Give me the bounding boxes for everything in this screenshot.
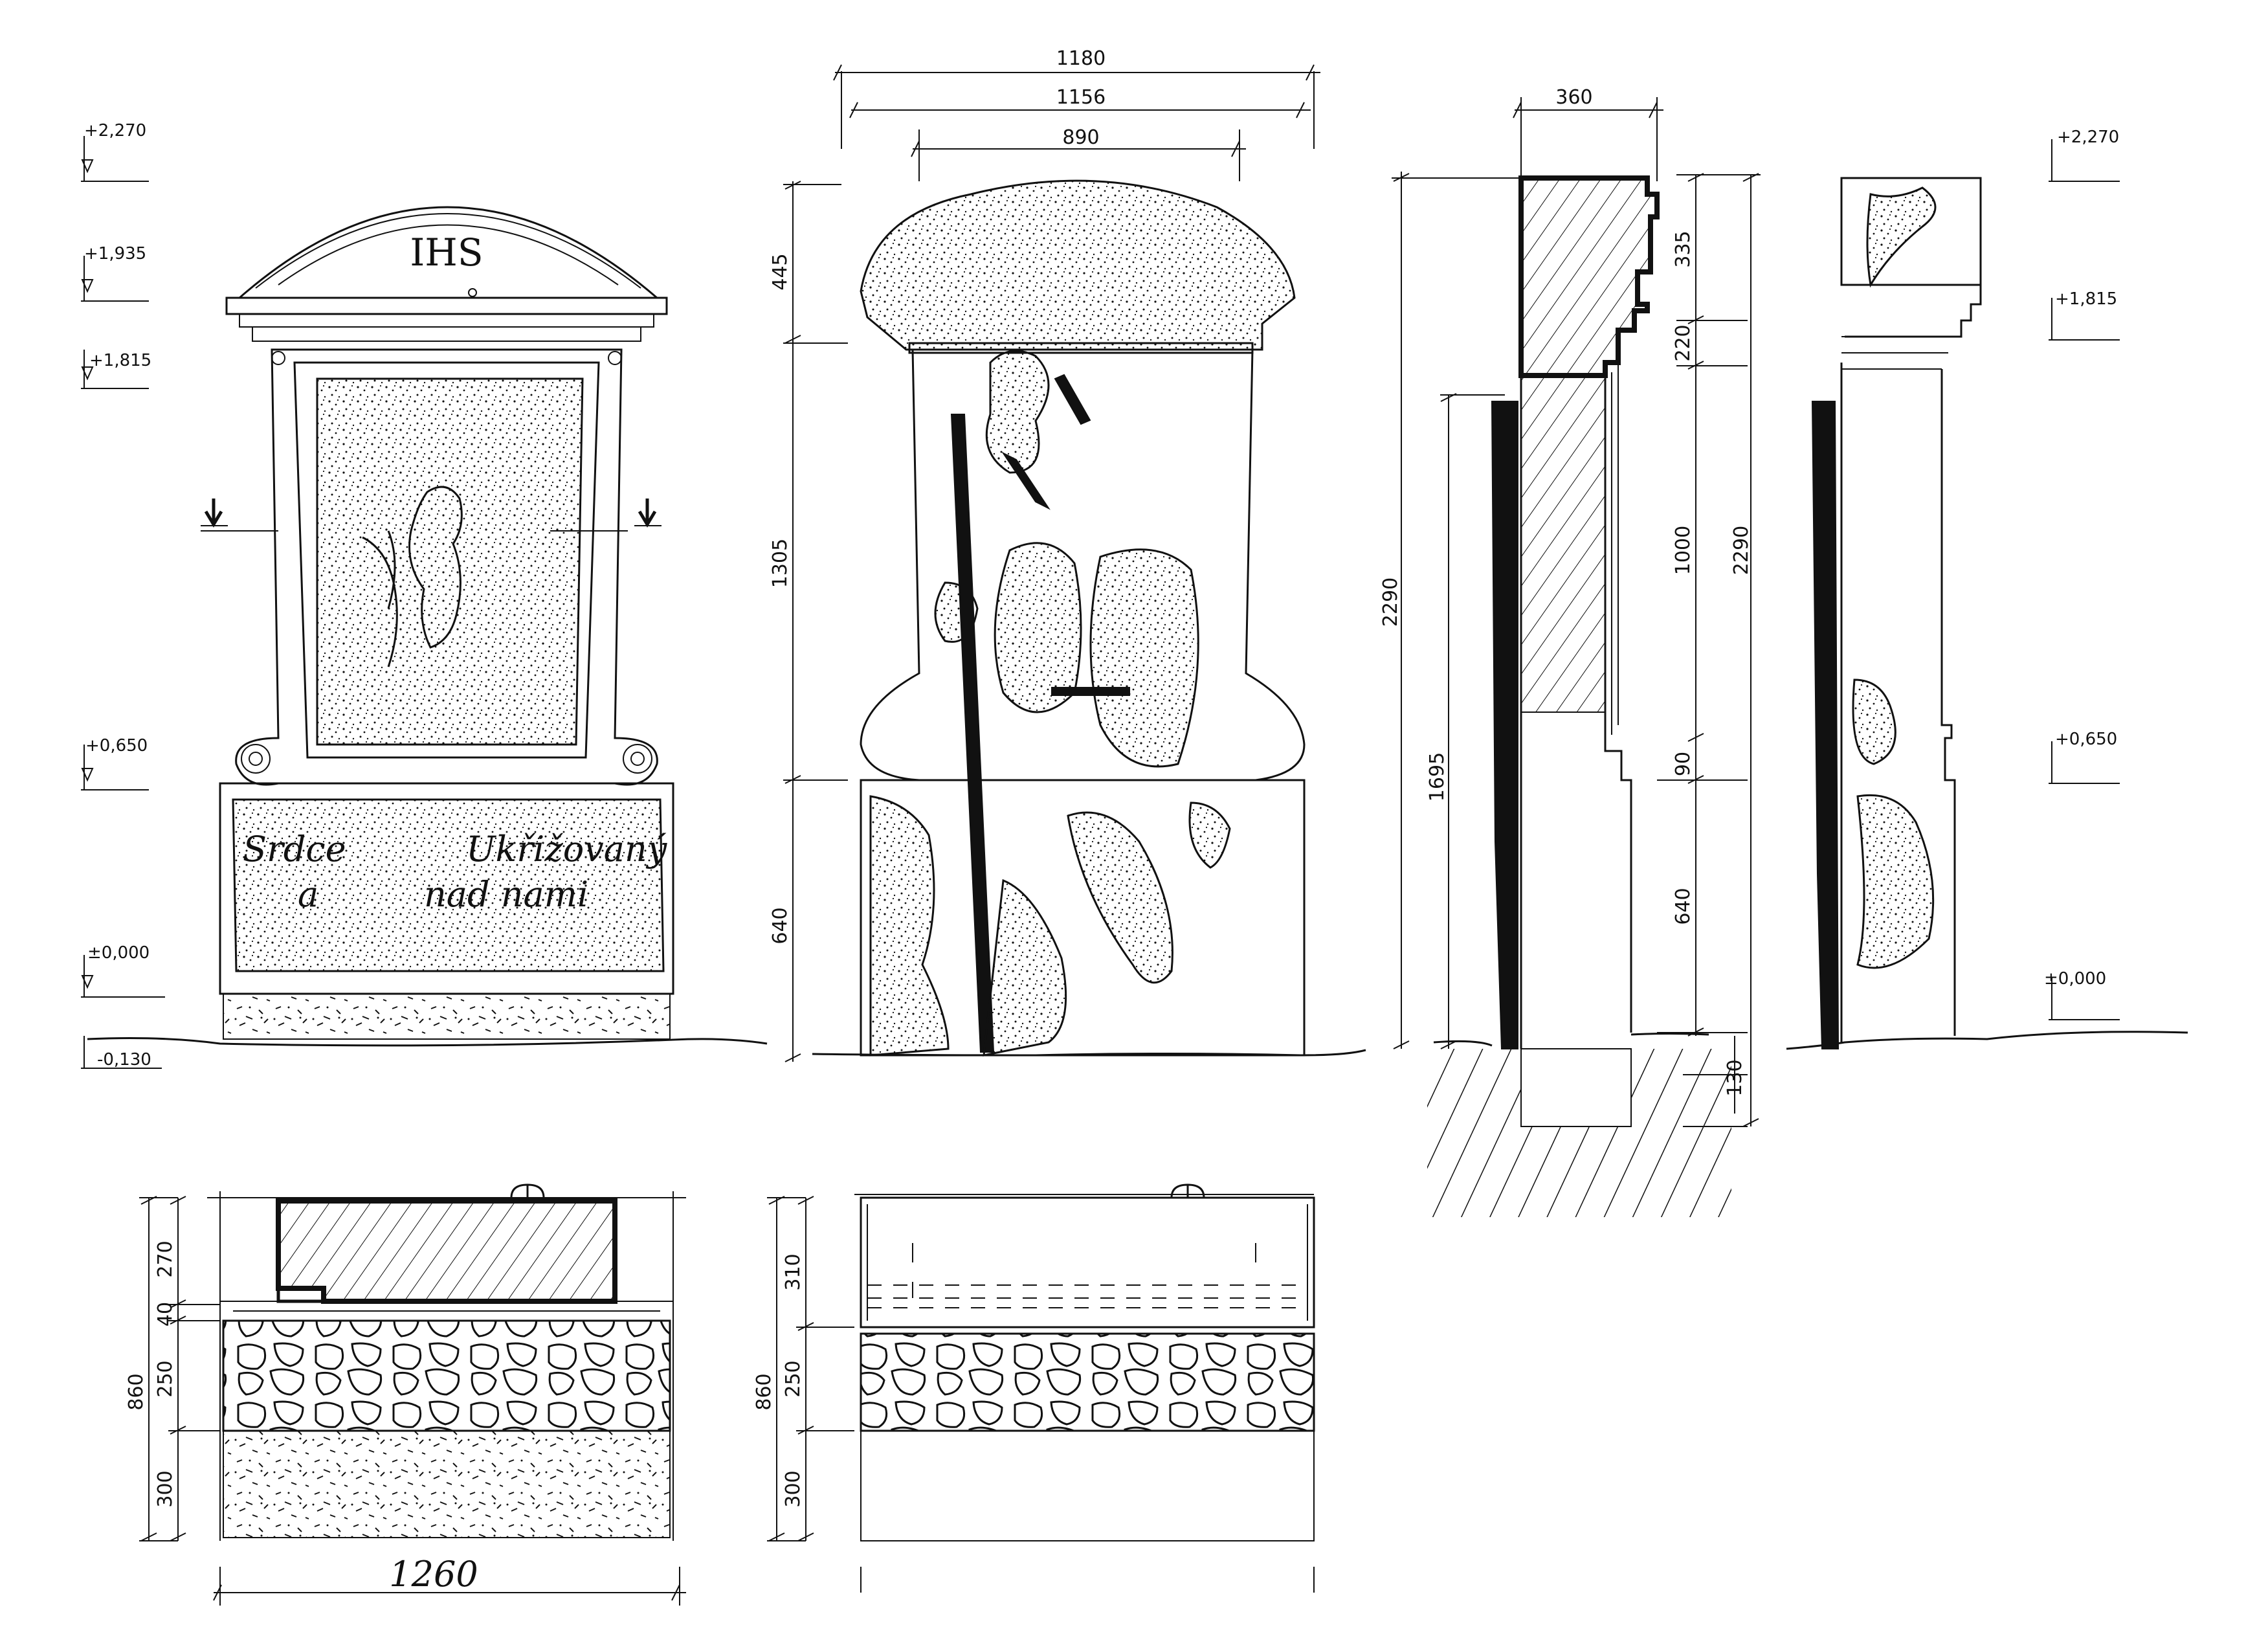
dim-640-section: 640	[1672, 888, 1695, 924]
dim-860-back: 860	[753, 1373, 775, 1410]
stone-footing	[223, 993, 671, 1040]
relief-weathered	[316, 377, 584, 746]
relief-figure	[408, 486, 463, 649]
dim-1695: 1695	[1426, 752, 1449, 801]
dimensions-back-left: 445 1305 640	[769, 181, 848, 1062]
dim-335: 335	[1672, 230, 1695, 267]
level-top-side: +2,270	[2057, 128, 2119, 147]
monogram: IHS	[410, 230, 483, 274]
dim-220: 220	[1672, 324, 1695, 361]
dim-640: 640	[769, 907, 792, 944]
inscription-word-4: nad nami	[424, 874, 588, 915]
dim-2290-right: 2290	[1730, 526, 1753, 575]
dim-360: 360	[1555, 86, 1592, 109]
foundation-front: 860 270 40 250 300 1260	[125, 1183, 686, 1606]
pediment	[237, 206, 660, 299]
dim-1180: 1180	[1056, 47, 1106, 70]
dim-250-front: 250	[154, 1360, 177, 1397]
foundation-front-cut	[276, 1198, 617, 1304]
ground-line-front	[87, 1037, 768, 1047]
level-marks-front: +2,270 +1,935 +1,815 +0,650 ±0,000 -0,13…	[81, 121, 165, 1070]
foundation-front-gravel	[223, 1430, 671, 1538]
level-frame-front: +1,815	[89, 351, 151, 370]
section-view: 360 2290 1695 335 220 1000 90 640 2290 1…	[1379, 86, 1761, 1217]
dim-90: 90	[1672, 752, 1695, 776]
dim-270-front: 270	[154, 1240, 177, 1277]
back-crack-bar	[950, 414, 995, 1053]
foundation-front-stones	[222, 1319, 671, 1432]
level-cornice-front: +1,935	[84, 244, 146, 263]
front-elevation: +2,270 +1,935 +1,815 +0,650 ±0,000 -0,13…	[81, 121, 768, 1070]
relief-panel	[293, 361, 600, 759]
dimensions-back-top: 1180 1156 890	[833, 47, 1320, 181]
foundation-back-stones	[860, 1332, 1315, 1432]
dim-1000: 1000	[1672, 526, 1695, 575]
dim-1305: 1305	[769, 539, 792, 588]
dim-1156: 1156	[1056, 86, 1106, 109]
foundation-back-gravel	[860, 1430, 1315, 1541]
dim-890: 890	[1062, 126, 1099, 149]
side-wall-bar	[1811, 401, 1840, 1049]
level-ground-front: ±0,000	[87, 943, 150, 963]
dim-1260: 1260	[389, 1554, 478, 1595]
level-marks-side: +2,270 +1,815 +0,650 ±0,000	[2044, 128, 2120, 1020]
dim-310-back: 310	[782, 1253, 805, 1290]
back-elevation: 1180 1156 890 445 1305 640	[769, 47, 1366, 1062]
ground-line-side	[1786, 1031, 2188, 1050]
foundation-back-upper	[860, 1196, 1315, 1328]
level-plinth-side: +0,650	[2055, 730, 2117, 749]
inscription-word-1: Srdce	[243, 829, 346, 869]
level-frame-side: +1,815	[2055, 289, 2117, 309]
level-top-front: +2,270	[84, 121, 146, 140]
level-plinth-front: +0,650	[85, 736, 148, 756]
section-cut-body	[1518, 175, 1660, 378]
dimensions-foundation-back: 860 310 250 300	[753, 1196, 1315, 1593]
foundation-back: 860 310 250 300	[753, 1183, 1315, 1593]
dim-300-front: 300	[154, 1470, 177, 1507]
dim-40-front: 40	[154, 1302, 177, 1327]
cornice	[225, 297, 668, 315]
back-pediment	[860, 179, 1296, 351]
level-base-front: -0,130	[97, 1050, 151, 1070]
dim-860-front: 860	[125, 1373, 148, 1410]
section-wall-bar	[1491, 401, 1518, 1049]
dimensions-foundation-front: 860 270 40 250 300 1260	[125, 1196, 686, 1606]
side-elevation: +2,270 +1,815 +0,650 ±0,000	[1786, 128, 2188, 1050]
dimensions-section: 360 2290 1695 335 220 1000 90 640 2290 1…	[1379, 86, 1761, 1127]
section-marker-front	[201, 499, 662, 532]
inscription-word-2: Ukřižovaný	[466, 829, 668, 869]
dim-2290-left: 2290	[1379, 577, 1402, 627]
dim-445: 445	[769, 253, 792, 290]
level-ground-side: ±0,000	[2044, 969, 2106, 989]
inscription-word-3: a	[298, 874, 318, 915]
ground-line-section	[1433, 1033, 1709, 1047]
dim-250-back: 250	[782, 1360, 805, 1397]
dim-300-back: 300	[782, 1470, 805, 1507]
ground-line-back	[812, 1049, 1366, 1057]
